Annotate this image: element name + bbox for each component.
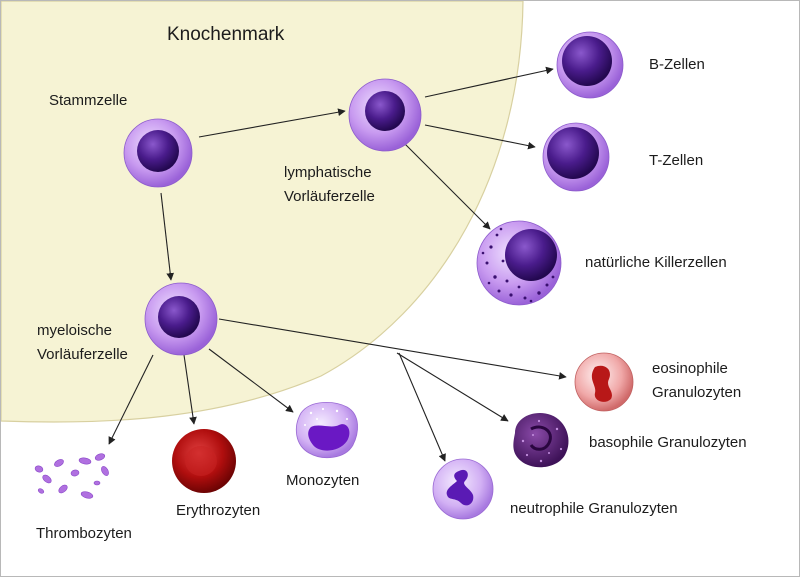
- arrows: [108, 66, 567, 462]
- monocyte: [295, 402, 358, 459]
- basophil: [513, 413, 569, 468]
- arrow-lymphoid-to-bcell: [424, 66, 554, 98]
- nk-cell: [476, 220, 562, 306]
- platelets: [34, 453, 109, 499]
- stem-cell: [123, 118, 193, 188]
- myeloid-progenitor-label: myeloische Vorläuferzelle: [37, 322, 128, 363]
- monocyte-speckles: [304, 407, 348, 426]
- basophil-speckles: [521, 419, 563, 463]
- neutrophil-label: neutrophile Granulozyten: [510, 500, 678, 517]
- arrow-lymphoid-to-tcell: [424, 124, 536, 150]
- arrow-myeloid-to-eosinophils: [218, 318, 567, 380]
- lymphoid-progenitor-cell: [348, 78, 422, 152]
- neutrophil: [432, 458, 494, 520]
- myeloid-progenitor-cell: [144, 282, 218, 356]
- t-cell-label: T-Zellen: [649, 152, 704, 169]
- arrow-myeloid-to-erythrocytes: [183, 354, 197, 425]
- t-cell: [542, 122, 610, 192]
- arrow-stem-to-myeloid: [160, 192, 175, 281]
- erythrocyte-label: Erythrozyten: [176, 502, 261, 519]
- eosinophil: [574, 352, 634, 412]
- basophil-label: basophile Granulozyten: [589, 434, 747, 451]
- nk-granules: [481, 227, 555, 303]
- lymphoid-progenitor-label: lymphatische Vorläuferzelle: [284, 164, 375, 205]
- bone-marrow-title: Knochenmark: [167, 24, 285, 45]
- platelet-label: Thrombozyten: [36, 525, 132, 542]
- b-cell-label: B-Zellen: [649, 56, 705, 73]
- arrow-branch-to-neutrophils: [398, 352, 446, 462]
- arrow-myeloid-to-monocytes: [208, 348, 294, 413]
- arrow-myeloid-to-platelets: [108, 354, 154, 445]
- eosinophil-label: eosinophile Granulozyten: [652, 360, 742, 401]
- stem-cell-label: Stammzelle: [49, 92, 128, 109]
- arrow-stem-to-lymphoid: [198, 108, 346, 138]
- nk-cell-label: natürliche Killerzellen: [585, 254, 727, 271]
- erythrocyte: [172, 429, 236, 493]
- monocyte-label: Monozyten: [286, 472, 360, 489]
- b-cell: [556, 31, 624, 99]
- arrow-lymphoid-to-nk: [404, 143, 491, 230]
- arrow-branch-to-basophils: [396, 352, 509, 422]
